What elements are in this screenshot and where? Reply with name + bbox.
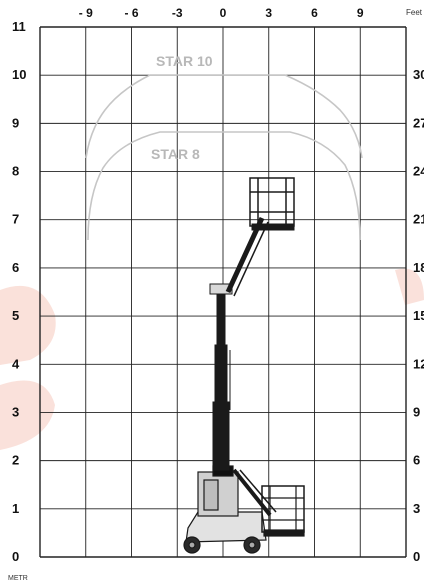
y-meter-label: 11 xyxy=(12,19,26,34)
y-feet-label: 21 xyxy=(413,212,424,227)
y-meter-label: 4 xyxy=(12,356,20,371)
x-axis-labels: - 9 - 6 -3 0 3 6 9 xyxy=(79,6,364,20)
y-meter-label: 5 xyxy=(12,308,19,323)
x-tick-label: 6 xyxy=(311,6,318,20)
envelope-star10: STAR 10 xyxy=(85,53,363,159)
y-meter-label: 0 xyxy=(12,549,19,564)
meter-unit-label: METR xyxy=(8,575,28,582)
y-meter-label: 1 xyxy=(12,501,19,516)
y-feet-label: 9 xyxy=(413,404,420,419)
x-tick-label: - 6 xyxy=(124,6,138,20)
x-tick-label: 3 xyxy=(265,6,272,20)
machine-stowed xyxy=(183,465,305,554)
y-feet-label: 30 xyxy=(413,67,424,82)
y-feet-label: 3 xyxy=(413,501,420,516)
y-meter-label: 8 xyxy=(12,164,19,179)
x-tick-label: - 9 xyxy=(79,6,93,20)
x-tick-label: 0 xyxy=(220,6,227,20)
y-meter-label: 2 xyxy=(12,453,19,468)
envelope-label-star8: STAR 8 xyxy=(151,146,200,162)
y-feet-label: 24 xyxy=(413,164,424,179)
envelope-star8: STAR 8 xyxy=(87,131,361,241)
y-meter-label: 3 xyxy=(12,404,19,419)
y-feet-label: 18 xyxy=(413,260,424,275)
y-feet-label: 15 xyxy=(413,308,424,323)
x-tick-label: -3 xyxy=(172,6,183,20)
watermark-logo xyxy=(0,268,424,450)
y-meter-label: 6 xyxy=(12,260,19,275)
y-meter-label: 10 xyxy=(12,67,26,82)
y-feet-label: 6 xyxy=(413,453,420,468)
x-tick-label: 9 xyxy=(357,6,364,20)
y-meter-label: 9 xyxy=(12,115,19,130)
y-feet-label: 27 xyxy=(413,115,424,130)
y-meter-label: 7 xyxy=(12,212,19,227)
envelope-label-star10: STAR 10 xyxy=(156,53,213,69)
y-feet-label: 12 xyxy=(413,356,424,371)
feet-unit-label: Feet xyxy=(406,8,423,17)
machine-elevated xyxy=(209,177,295,471)
y-feet-label: 0 xyxy=(413,549,420,564)
